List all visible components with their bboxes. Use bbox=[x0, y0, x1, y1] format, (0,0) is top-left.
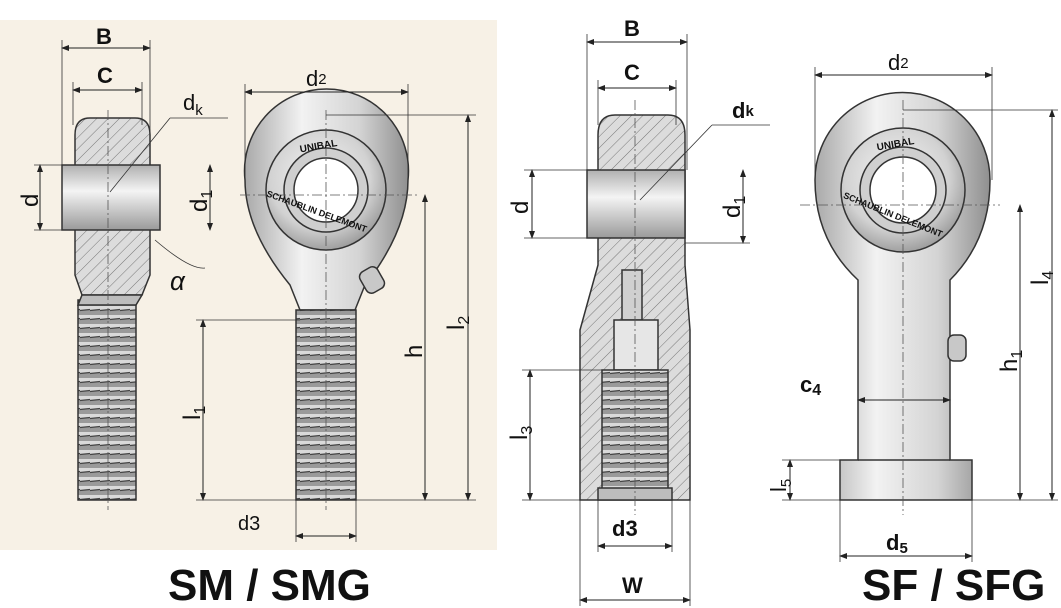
label-c-right: C bbox=[624, 60, 640, 85]
label-l5: l5 bbox=[766, 479, 795, 492]
caption-sm-smg: SM / SMG bbox=[168, 561, 371, 608]
label-d3-left: d3 bbox=[238, 513, 260, 535]
label-d1-right: d1 bbox=[719, 196, 749, 218]
sf-front-view: UNIBAL SCHAUBLIN DELEMONT bbox=[800, 91, 1000, 515]
label-dk-right: dk bbox=[732, 98, 754, 123]
label-l3: l3 bbox=[506, 426, 536, 440]
label-l4: l4 bbox=[1027, 271, 1057, 285]
sm-side-view bbox=[61, 110, 161, 510]
label-alpha: α bbox=[170, 266, 186, 296]
label-d2-right: d2 bbox=[888, 50, 909, 75]
label-c4: c4 bbox=[800, 372, 821, 399]
caption-sf-sfg: SF / SFG bbox=[862, 561, 1045, 608]
label-d-left: d bbox=[17, 194, 44, 207]
label-d1-left: d1 bbox=[186, 190, 216, 212]
label-c-left: C bbox=[97, 63, 113, 88]
sm-front-view: UNIBAL SCHAUBLIN DELEMONT bbox=[240, 88, 420, 510]
label-w: W bbox=[622, 573, 643, 598]
sf-side-view bbox=[579, 100, 691, 515]
label-dk-left: dk bbox=[183, 90, 203, 119]
label-d5: d5 bbox=[886, 530, 908, 557]
label-d-right: d bbox=[507, 201, 534, 214]
label-l1: l1 bbox=[179, 406, 209, 420]
label-d2-left: d2 bbox=[306, 66, 327, 91]
label-h: h bbox=[401, 345, 428, 358]
label-d3-right: d3 bbox=[612, 516, 638, 541]
left-background bbox=[0, 20, 497, 550]
label-l2: l2 bbox=[443, 316, 473, 330]
label-h1: h1 bbox=[996, 350, 1026, 372]
label-b-right: B bbox=[624, 16, 640, 41]
label-b-left: B bbox=[96, 24, 112, 49]
